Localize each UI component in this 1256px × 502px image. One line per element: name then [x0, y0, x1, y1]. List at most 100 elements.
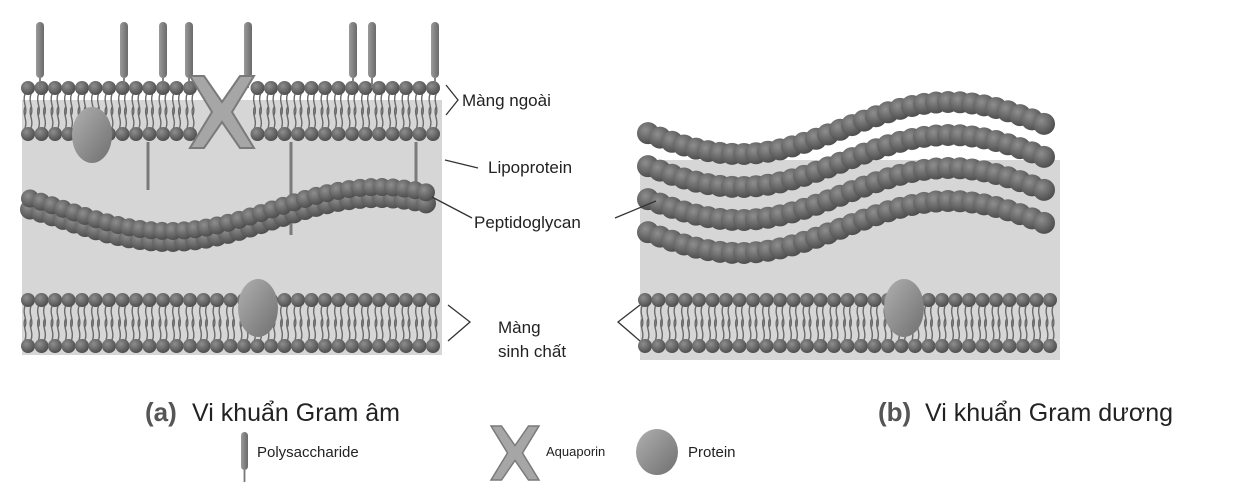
lipid-head: [169, 293, 184, 307]
lipid-head: [813, 293, 828, 307]
lipid-head: [358, 293, 373, 307]
lipid-head: [426, 127, 440, 141]
lipid-head: [385, 81, 400, 95]
caption-b-letter: (b): [878, 397, 911, 427]
lipid-head: [678, 293, 693, 307]
lipid-head: [345, 293, 359, 307]
lipid-head: [1016, 339, 1030, 353]
lipid-head: [1029, 339, 1044, 353]
lipid-head: [304, 81, 319, 95]
lipid-head: [169, 81, 184, 95]
polysaccharide-chain: [349, 22, 357, 78]
lipid-head: [827, 339, 841, 353]
lipid-head: [705, 339, 720, 353]
lipid-head: [318, 127, 332, 141]
aquaporin-channel: [188, 75, 256, 149]
lipid-head: [399, 339, 413, 353]
lipid-head: [277, 81, 292, 95]
lipid-head: [48, 127, 62, 141]
lipid-head: [786, 293, 801, 307]
lipid-head: [908, 339, 922, 353]
lipid-head: [183, 81, 197, 95]
lipid-head: [196, 339, 211, 353]
lipid-head: [854, 339, 868, 353]
lipid-head: [277, 339, 292, 353]
lipid-head: [210, 339, 224, 353]
legend-protein-icon: [636, 429, 678, 475]
legend-protein-label: Protein: [688, 444, 736, 461]
lipid-head: [48, 339, 62, 353]
lipid-head: [129, 127, 143, 141]
lipid-head: [719, 293, 733, 307]
lipid-head: [399, 127, 413, 141]
plasma-membrane-gram-positive: [638, 293, 1057, 353]
plasma-membrane-label-line2: sinh chất: [498, 342, 566, 361]
lipid-head: [921, 339, 936, 353]
lipid-head: [345, 81, 359, 95]
lipid-head: [169, 127, 184, 141]
lipid-head: [277, 127, 292, 141]
polysaccharide-chain: [431, 22, 439, 78]
lipid-head: [358, 81, 373, 95]
lipid-head: [196, 293, 211, 307]
lipid-head: [142, 81, 157, 95]
peptidoglycan-bead: [417, 183, 435, 202]
lipid-head: [385, 339, 400, 353]
lipid-head: [237, 339, 251, 353]
lipid-head: [304, 127, 319, 141]
lipid-head: [399, 81, 413, 95]
lipid-head: [921, 293, 936, 307]
lipid-head: [881, 339, 895, 353]
lipid-head: [61, 339, 76, 353]
lipid-head: [102, 339, 116, 353]
lipid-head: [115, 339, 130, 353]
lipid-head: [331, 127, 346, 141]
lipid-head: [21, 81, 35, 95]
lipid-head: [759, 339, 774, 353]
lipid-head: [115, 293, 130, 307]
lipid-head: [115, 127, 130, 141]
lipid-head: [638, 339, 652, 353]
lipid-head: [345, 127, 359, 141]
lipid-head: [304, 339, 319, 353]
lipid-head: [358, 127, 373, 141]
lipid-head: [250, 339, 265, 353]
lipid-head: [665, 339, 679, 353]
lipid-head: [223, 339, 238, 353]
lipid-head: [102, 81, 116, 95]
lipid-head: [142, 293, 157, 307]
caption-a-letter: (a): [145, 397, 177, 427]
lipid-head: [372, 339, 386, 353]
lipid-head: [61, 293, 76, 307]
lipid-head: [102, 293, 116, 307]
lipid-head: [291, 127, 305, 141]
lipid-head: [372, 81, 386, 95]
lipid-head: [318, 339, 332, 353]
lipid-head: [264, 339, 278, 353]
lipid-head: [129, 339, 143, 353]
lipid-head: [129, 81, 143, 95]
lipid-head: [142, 339, 157, 353]
outer-membrane-label: Màng ngoài: [462, 91, 551, 110]
plasma-membrane-protein-a: [238, 279, 278, 337]
lipid-head: [1043, 339, 1057, 353]
lipid-head: [21, 339, 35, 353]
lipid-head: [291, 81, 305, 95]
lipid-head: [318, 81, 332, 95]
lipid-head: [665, 293, 679, 307]
lipid-head: [1043, 293, 1057, 307]
polysaccharide-chains: [36, 22, 439, 88]
peptidoglycan-thick-layers: [637, 91, 1055, 264]
outer-membrane-protein: [72, 107, 112, 163]
lipid-head: [975, 339, 990, 353]
lipid-head: [169, 339, 184, 353]
peptidoglycan-bead: [1033, 178, 1055, 201]
lipid-head: [264, 127, 278, 141]
label-pointers: [431, 84, 657, 342]
legend-polysaccharide-label: Polysaccharide: [257, 444, 359, 461]
lipid-head: [21, 127, 35, 141]
lipid-head: [304, 293, 319, 307]
lipid-head: [412, 81, 427, 95]
lipid-head: [183, 127, 197, 141]
lipid-head: [34, 293, 49, 307]
